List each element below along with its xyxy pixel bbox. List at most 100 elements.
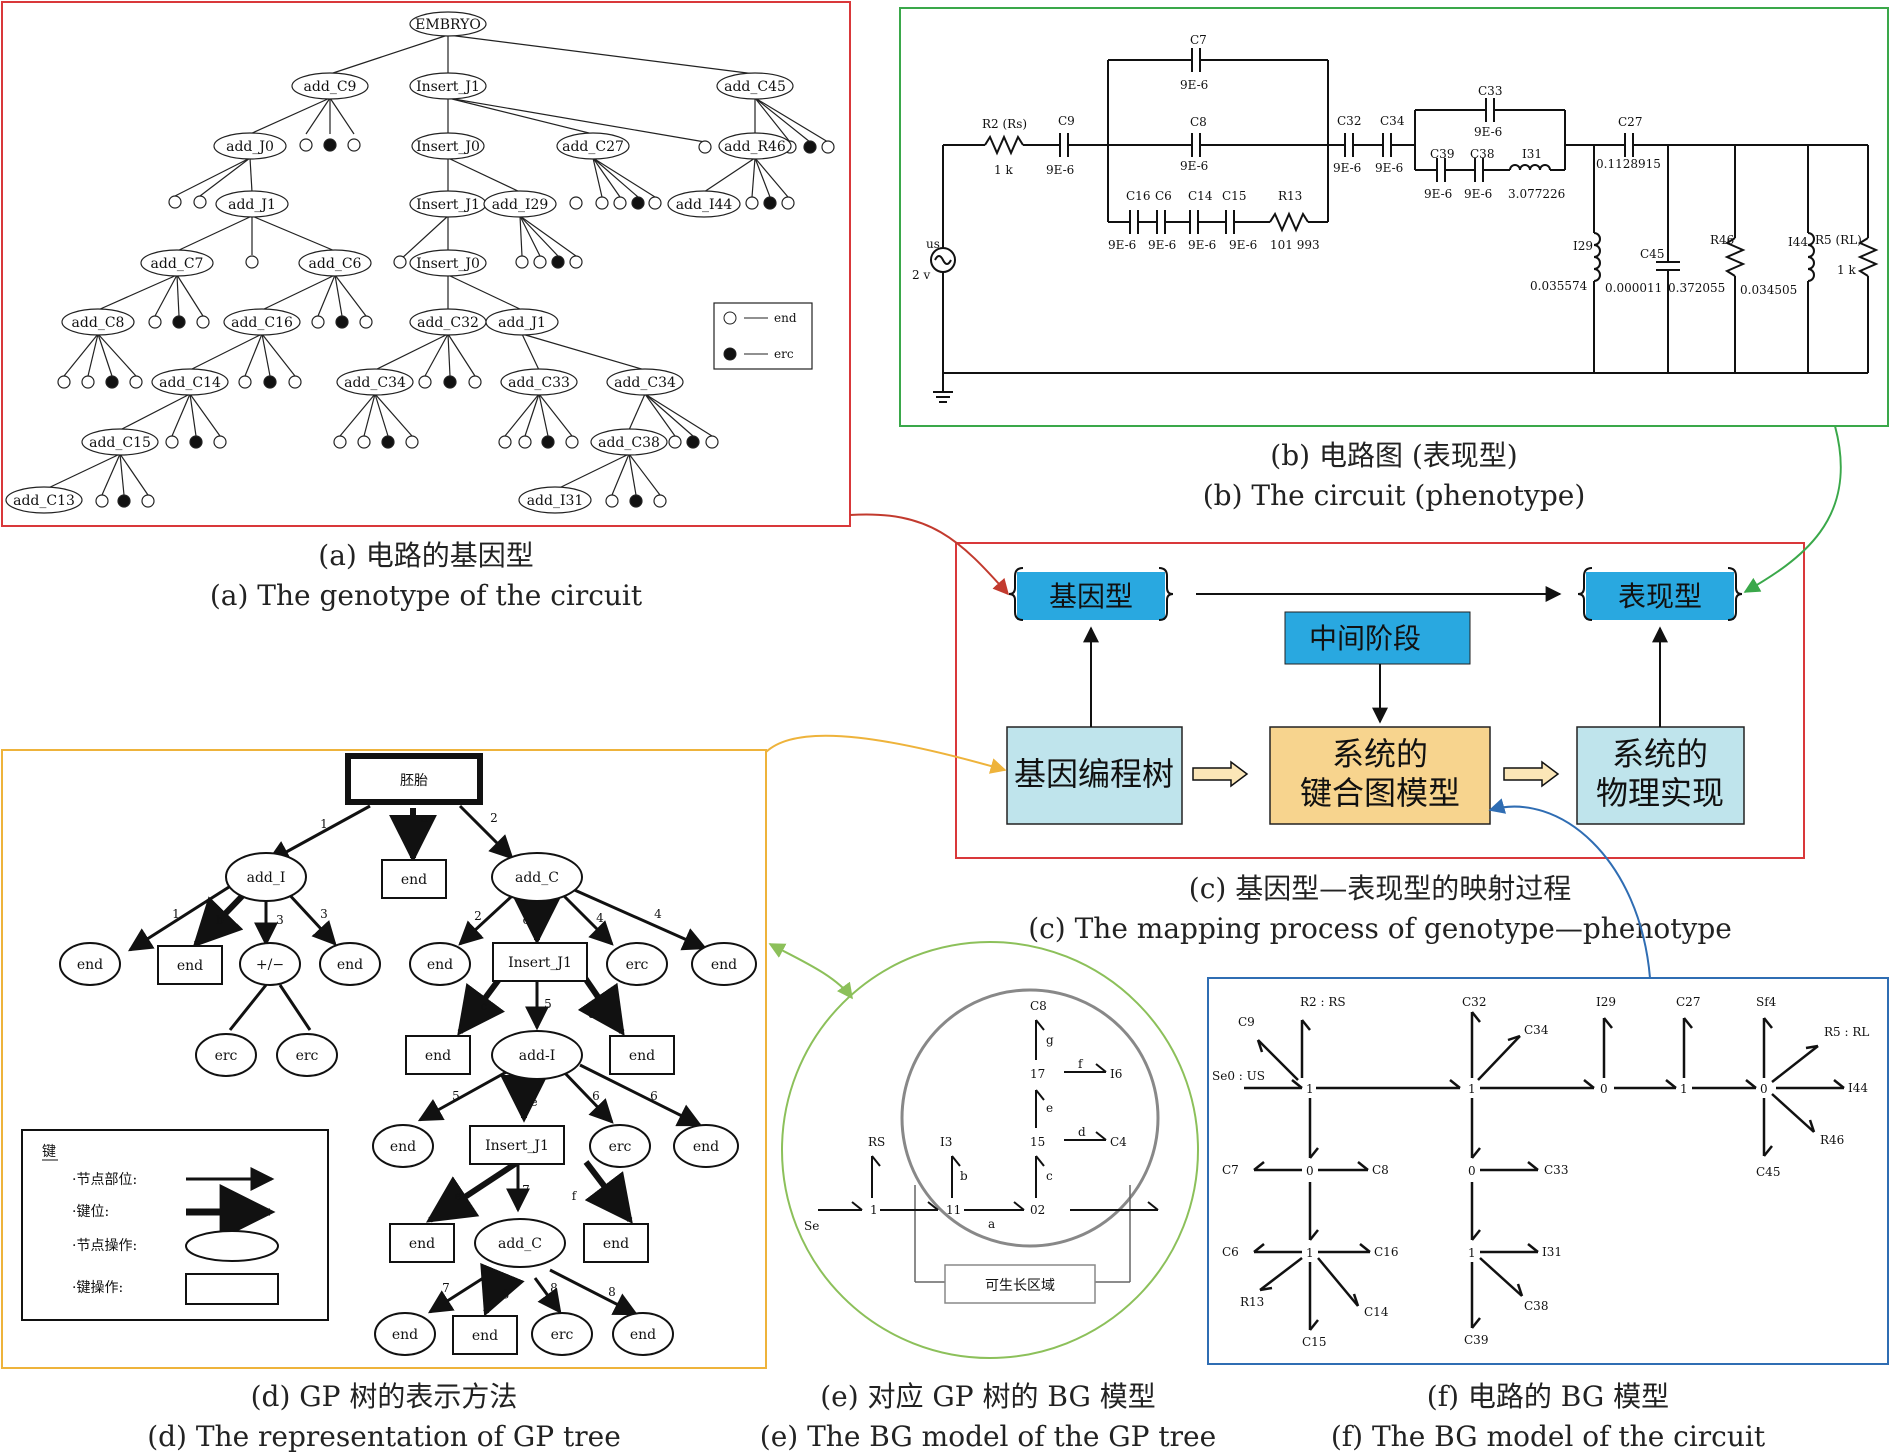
- bond-label: e: [1046, 1101, 1053, 1115]
- bg-junction: 0: [1306, 1164, 1314, 1178]
- svg-text:表现型: 表现型: [1618, 580, 1702, 613]
- svg-text:erc: erc: [774, 347, 794, 361]
- svg-text:中间阶段: 中间阶段: [1309, 622, 1421, 655]
- gene-node: Insert_J0: [416, 256, 480, 272]
- gp-node: add_I: [247, 870, 286, 886]
- bg-label: Se0 : US: [1212, 1069, 1265, 1083]
- bg-label: C39: [1464, 1333, 1488, 1347]
- gene-node: add_C34: [344, 375, 406, 391]
- bg-label: C7: [1222, 1163, 1239, 1177]
- edge-label: 4: [596, 911, 604, 925]
- bg-label: C27: [1676, 995, 1700, 1009]
- bg-junction: 1: [1468, 1246, 1476, 1260]
- edge-label: e: [454, 1189, 461, 1203]
- gene-node: add_I31: [527, 493, 584, 509]
- gp-tree-box: 基因编程树: [1006, 726, 1183, 825]
- c34-label: C34: [1380, 114, 1405, 128]
- junction-label: 17: [1030, 1067, 1045, 1081]
- series-label: R13: [1278, 189, 1302, 203]
- gp-node: end: [693, 1139, 719, 1155]
- rs-label: RS: [868, 1135, 885, 1149]
- c7-label: C7: [1190, 33, 1207, 47]
- gp-node: end: [177, 958, 203, 974]
- bg-junction: 1: [1306, 1246, 1314, 1260]
- bond-label: g: [1046, 1033, 1054, 1047]
- r2-label: R2 (Rs): [982, 117, 1027, 131]
- c33-label: C33: [1478, 84, 1502, 98]
- gene-node: add_C6: [309, 256, 362, 272]
- gp-node: erc: [296, 1048, 319, 1064]
- caption-a-en: (a) The genotype of the circuit: [210, 579, 643, 612]
- edge-label: 2: [474, 909, 482, 923]
- genotype-tag: 基因型: [1008, 567, 1174, 621]
- gene-node: add_C7: [151, 256, 204, 272]
- gp-node: end: [337, 957, 363, 973]
- se-label: Se: [804, 1219, 819, 1233]
- bond-label: a: [988, 1217, 995, 1231]
- i31-value: 3.077226: [1508, 187, 1565, 201]
- edge-label: 8: [550, 1281, 558, 1295]
- gp-node: end: [427, 957, 453, 973]
- gene-node: add_I44: [676, 197, 733, 213]
- series-label: C15: [1222, 189, 1246, 203]
- panel-b-circuit: us 2 v R2 (Rs) 1 k C9 9E-6 C7 9E-6 C8 9E…: [899, 7, 1889, 427]
- connector-arrows: [765, 425, 1842, 1000]
- panel-c-mapping: 基因型 表现型 中间阶段 基因编程树 系统的 键合图模型 系统的 物理实现: [955, 542, 1805, 859]
- edge-label: 7: [522, 1183, 530, 1197]
- edge-label: 1: [172, 907, 180, 921]
- growth-region-label: 可生长区域: [985, 1278, 1055, 1294]
- bond-graph-box: 系统的 键合图模型: [1269, 726, 1491, 825]
- i31-label: I31: [1522, 147, 1542, 161]
- series-value: 9E-6: [1229, 238, 1257, 252]
- gp-node: end: [409, 1236, 435, 1252]
- c39-value: 9E-6: [1424, 187, 1452, 201]
- bg-label: C14: [1364, 1305, 1389, 1319]
- gene-node: add_R46: [724, 139, 786, 155]
- bg-label: R2 : RS: [1300, 995, 1346, 1009]
- gene-node: Insert_J1: [416, 197, 480, 213]
- c4-label: C4: [1110, 1135, 1127, 1149]
- bond-label: b: [960, 1169, 968, 1183]
- i44-value: 0.034505: [1740, 283, 1797, 297]
- bg-junction: 1: [1680, 1082, 1688, 1096]
- svg-text:·键操作:: ·键操作:: [72, 1280, 123, 1296]
- gp-node: end: [77, 957, 103, 973]
- edge-label: 1: [320, 817, 328, 831]
- svg-text:·键位:: ·键位:: [72, 1204, 109, 1220]
- bg-label: C9: [1238, 1015, 1255, 1029]
- svg-text:系统的: 系统的: [1612, 735, 1708, 773]
- embryo-node: [345, 753, 483, 805]
- c34-value: 9E-6: [1375, 161, 1403, 175]
- caption-b-en: (b) The circuit (phenotype): [1203, 479, 1586, 512]
- series-value: 9E-6: [1188, 238, 1216, 252]
- edge-label: 5: [544, 997, 552, 1011]
- edge-label: d: [588, 1007, 596, 1021]
- gp-node: +/−: [256, 957, 284, 973]
- i44-label: I44: [1788, 235, 1808, 249]
- edge-label: 3: [320, 907, 328, 921]
- bg-label: R13: [1240, 1295, 1264, 1309]
- c45-label: C45: [1640, 247, 1664, 261]
- bg-label: I31: [1542, 1245, 1562, 1259]
- bg-label: C45: [1756, 1165, 1780, 1179]
- r5-value: 1 k: [1837, 263, 1856, 277]
- gp-node: erc: [551, 1327, 574, 1343]
- genotype-root: EMBRYO: [415, 17, 481, 33]
- gene-node: add_C16: [231, 315, 293, 331]
- gene-node: Insert_J0: [416, 139, 480, 155]
- i3-label: I3: [940, 1135, 952, 1149]
- svg-text:·节点操作:: ·节点操作:: [72, 1238, 137, 1254]
- bond-label: d: [1078, 1125, 1086, 1139]
- caption-c-zh: (c) 基因型—表现型的映射过程: [1189, 872, 1571, 905]
- bg-label: C8: [1372, 1163, 1389, 1177]
- r46-value: 0.372055: [1668, 281, 1725, 295]
- source-value: 2 v: [912, 268, 930, 282]
- edge-label: 6: [592, 1089, 600, 1103]
- panel-a-genotype: EMBRYO add_C9 Insert_J1 add_C45 add_J0 I…: [1, 1, 851, 527]
- gp-node: end: [472, 1328, 498, 1344]
- gene-node: add_C15: [89, 435, 151, 451]
- edge-label: 4: [654, 907, 662, 921]
- bg-label: C34: [1524, 1023, 1549, 1037]
- c8-value: 9E-6: [1180, 159, 1208, 173]
